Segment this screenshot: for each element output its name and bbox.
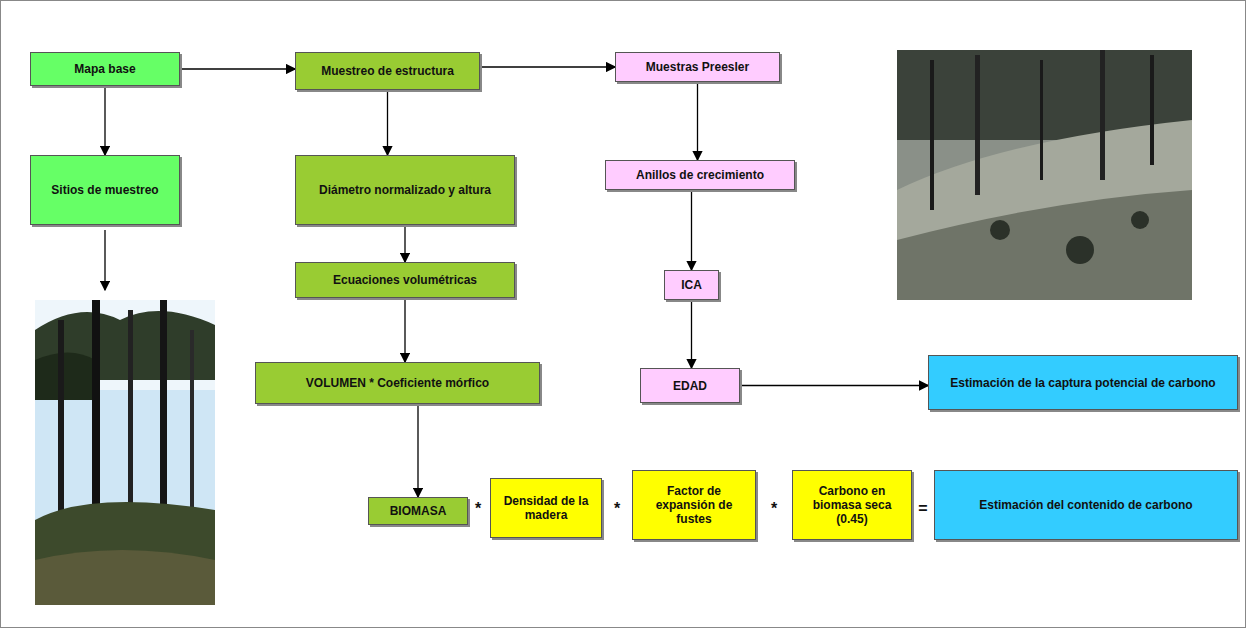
process-box: Muestras Preesler [615,52,780,82]
forest-photo [35,300,215,605]
process-box: Carbono en biomasa seca (0.45) [792,470,912,540]
process-box: Muestreo de estructura [295,52,480,90]
box-text: Estimación del contenido de carbono [979,498,1192,512]
process-box: Diámetro normalizado y altura [295,155,515,225]
box-text: BIOMASA [390,504,447,518]
flow-arrow [180,68,295,69]
box-text: EDAD [673,379,707,393]
box-text: Muestras Preesler [646,60,749,74]
process-box: Densidad de la madera [490,478,602,538]
process-box: BIOMASA [368,497,468,525]
box-text: Sitios de muestreo [51,183,158,197]
box-text: VOLUMEN * Coeficiente mórfico [306,376,489,390]
process-box: Sitios de muestreo [30,155,180,225]
process-box: Estimación de la captura potencial de ca… [928,355,1238,410]
process-box: VOLUMEN * Coeficiente mórfico [255,362,540,404]
box-text: Densidad de la madera [497,494,595,522]
box-text: Mapa base [74,62,135,76]
operator-sign: = [913,500,933,518]
box-text: Estimación de la captura potencial de ca… [950,376,1215,390]
process-box: Ecuaciones volumétricas [295,262,515,298]
process-box: Anillos de crecimiento [605,160,795,190]
operator-sign: * [764,500,784,518]
flow-arrow [691,300,692,368]
box-text: Muestreo de estructura [321,64,454,78]
operator-sign: * [468,500,488,518]
flow-arrow [480,66,615,67]
flow-arrow [104,86,105,155]
process-box: Factor de expansión de fustes [632,470,756,540]
flow-arrow [417,404,418,497]
flow-arrow [691,190,692,270]
box-text: Diámetro normalizado y altura [319,183,491,197]
flow-arrow [740,385,928,386]
photo-arrow [104,230,105,290]
process-box: ICA [664,270,719,300]
operator-sign: * [607,500,627,518]
process-box: EDAD [640,368,740,403]
box-text: Ecuaciones volumétricas [333,273,477,287]
flow-arrow [404,225,405,262]
flow-arrow [404,298,405,362]
flow-arrow [387,90,388,155]
box-text: Carbono en biomasa seca (0.45) [799,484,905,526]
process-box: Mapa base [30,52,180,86]
slope-photo [897,50,1192,300]
box-text: Factor de expansión de fustes [639,484,749,526]
box-text: ICA [681,278,702,292]
flow-arrow [697,82,698,160]
process-box: Estimación del contenido de carbono [934,470,1238,540]
box-text: Anillos de crecimiento [636,168,764,182]
